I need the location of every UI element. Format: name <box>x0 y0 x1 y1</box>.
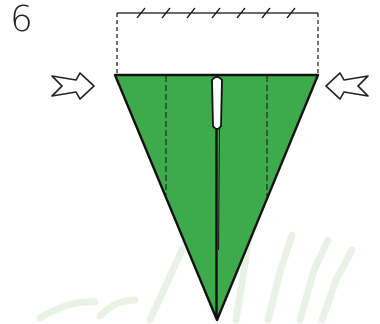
tick-mark <box>161 7 171 19</box>
tick-mark <box>236 7 246 19</box>
tick-mark <box>136 7 146 19</box>
tick-mark <box>286 7 296 19</box>
fold-reference-box <box>116 7 319 75</box>
push-arrow-left-icon <box>325 72 369 100</box>
tick-mark <box>261 7 271 19</box>
tick-mark <box>211 7 221 19</box>
crease-lines <box>165 76 268 197</box>
step-number: 6 <box>10 0 33 40</box>
tick-mark <box>186 7 196 19</box>
center-slit <box>211 76 223 318</box>
push-arrow-right-icon <box>51 72 95 100</box>
